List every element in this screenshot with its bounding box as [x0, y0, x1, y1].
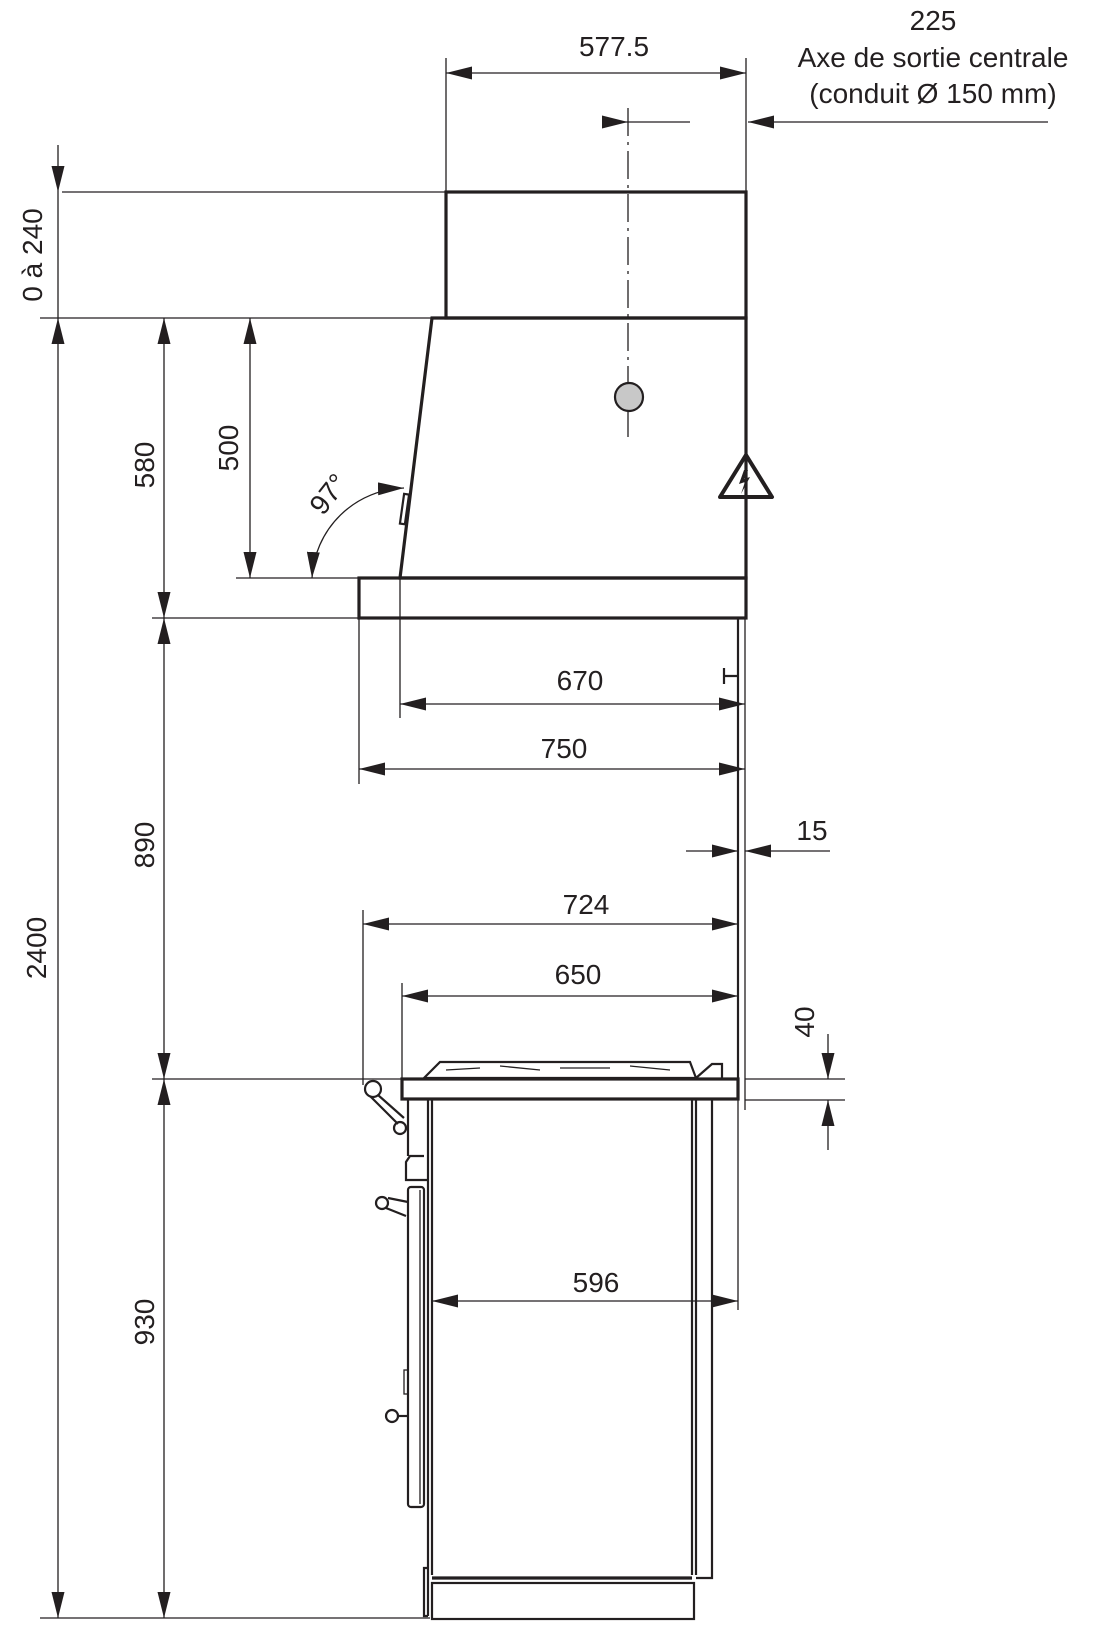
knob-base	[392, 1120, 408, 1136]
angle-arc	[306, 482, 405, 579]
cooker-total-depth-value: 724	[563, 889, 610, 920]
duct-diameter-label: (conduit Ø 150 mm)	[809, 78, 1056, 109]
plinth-lip	[422, 1566, 428, 1618]
hob-height-value: 40	[789, 1006, 820, 1037]
outlet-axis-label: Axe de sortie centrale	[798, 42, 1069, 73]
outlet-offset-value: 225	[910, 5, 957, 36]
door-latch-icon	[384, 1408, 400, 1424]
burner-detail	[445, 1065, 671, 1071]
hood-height-value: 580	[129, 442, 160, 489]
cooker-rear-panel	[696, 1099, 714, 1580]
hood-angle-value: 97°	[303, 468, 353, 520]
dim-chimney-depth: 577.5	[445, 31, 747, 192]
total-height-value: 2400	[21, 917, 52, 979]
hood-front-height-value: 500	[213, 425, 244, 472]
control-knob-icon	[363, 1079, 383, 1099]
clearance-value: 890	[129, 822, 160, 869]
wall-bracket	[722, 668, 738, 684]
cooker-top-depth-value: 650	[555, 959, 602, 990]
hob-back-guard	[695, 1062, 724, 1079]
oven-door	[406, 1185, 426, 1509]
knob-arm	[369, 1094, 405, 1125]
door-handle-arm	[385, 1196, 409, 1218]
chimney-depth-value: 577.5	[579, 31, 649, 62]
cabinet-depth-value: 596	[573, 1267, 620, 1298]
duct-outlet-icon	[613, 381, 645, 413]
hood-body	[398, 316, 748, 580]
cooker-top-plate	[400, 1077, 740, 1101]
cooker	[363, 1060, 740, 1621]
hood-bottom-panel	[357, 576, 748, 620]
door-handle-knob-icon	[374, 1195, 390, 1211]
wall-gap-value: 15	[796, 815, 827, 846]
electrical-hazard-icon	[718, 453, 774, 499]
hood-total-depth-value: 750	[541, 733, 588, 764]
door-hinge	[403, 1369, 409, 1395]
chimney-adjust-value: 0 à 240	[17, 208, 48, 301]
hood-inner-depth-value: 670	[557, 665, 604, 696]
drawer-handle-block	[404, 1154, 428, 1182]
chimney-cover	[444, 190, 748, 320]
cooker-height-value: 930	[129, 1299, 160, 1346]
hob-burner-grates	[421, 1060, 698, 1080]
outlet-axis-note: 225 Axe de sortie centrale (conduit Ø 15…	[602, 5, 1069, 129]
cooker-plinth	[430, 1581, 696, 1621]
